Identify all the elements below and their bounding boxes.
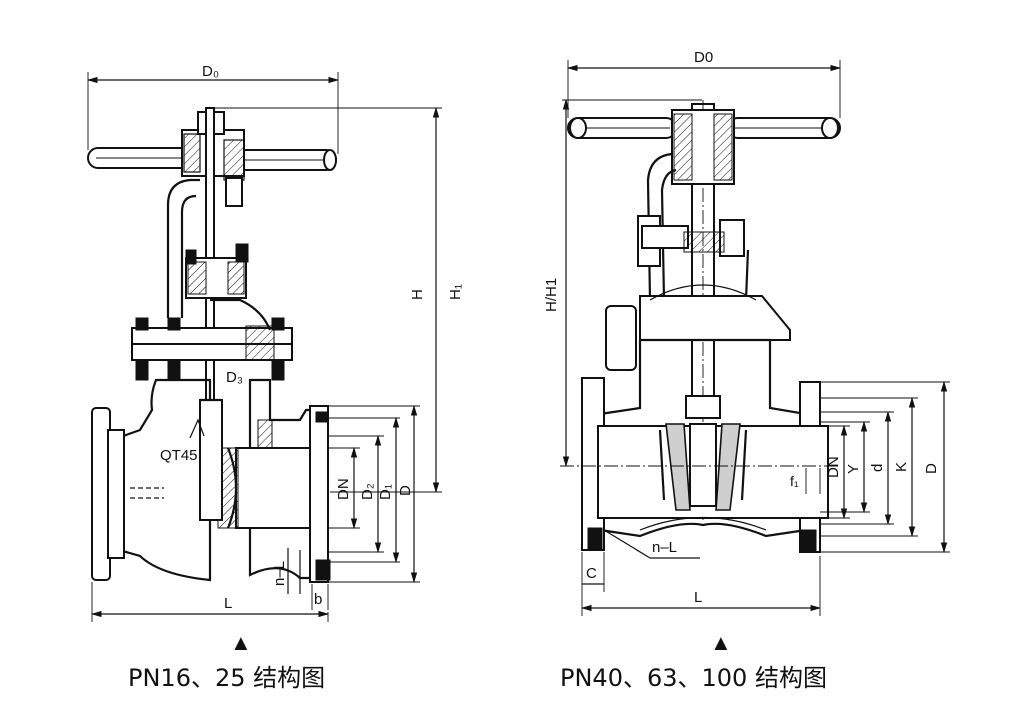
dim-right-d0: D0 bbox=[694, 49, 713, 66]
dim-right-k: K bbox=[893, 462, 910, 472]
dim-left-d3: D₃ bbox=[226, 369, 243, 386]
left-marker-triangle: ▲ bbox=[230, 630, 252, 655]
dim-left-d: D bbox=[397, 485, 414, 496]
right-stem-nut bbox=[671, 109, 735, 185]
dim-left-d1: D₁ bbox=[377, 484, 394, 500]
right-marker-triangle: ▲ bbox=[710, 630, 732, 655]
dim-left-d2: D₂ bbox=[359, 483, 376, 500]
left-bonnet-flange bbox=[131, 298, 293, 381]
dim-right-l: L bbox=[694, 589, 702, 606]
dim-left-l: L bbox=[224, 595, 232, 612]
left-body bbox=[91, 378, 331, 583]
right-gland bbox=[637, 215, 745, 267]
material-mark: QT45 bbox=[160, 447, 198, 464]
right-caption: PN40、63、100 结构图 bbox=[560, 664, 827, 692]
dim-left-h: H bbox=[409, 289, 426, 300]
right-wedge bbox=[658, 395, 748, 511]
dim-left-h1: H₁ bbox=[447, 284, 464, 300]
dim-right-d-small: d bbox=[869, 464, 886, 472]
dim-right-nl: n–L bbox=[652, 539, 677, 556]
dim-right-hh1: H/H1 bbox=[543, 278, 560, 312]
left-valve-drawing: D₀ H H₁ D₃ DN D₂ D₁ D n–L b L QT45 bbox=[86, 63, 464, 622]
dim-left-nl: n–L bbox=[271, 561, 288, 586]
left-caption: PN16、25 结构图 bbox=[128, 664, 325, 692]
dim-right-y: Y bbox=[845, 464, 862, 474]
dim-right-c: C bbox=[586, 565, 597, 582]
right-valve-drawing: D0 H/H1 f₁ DN Y d K D n–L C bbox=[543, 49, 950, 616]
dim-right-f1: f₁ bbox=[790, 473, 799, 489]
right-body bbox=[581, 338, 829, 553]
dim-right-d: D bbox=[923, 463, 940, 474]
dim-right-dn: DN bbox=[825, 456, 842, 478]
left-handwheel bbox=[87, 147, 337, 171]
left-gland bbox=[185, 243, 249, 299]
dim-left-dn: DN bbox=[335, 478, 352, 500]
dim-left-d0: D₀ bbox=[202, 63, 219, 80]
dim-left-b: b bbox=[314, 591, 322, 608]
